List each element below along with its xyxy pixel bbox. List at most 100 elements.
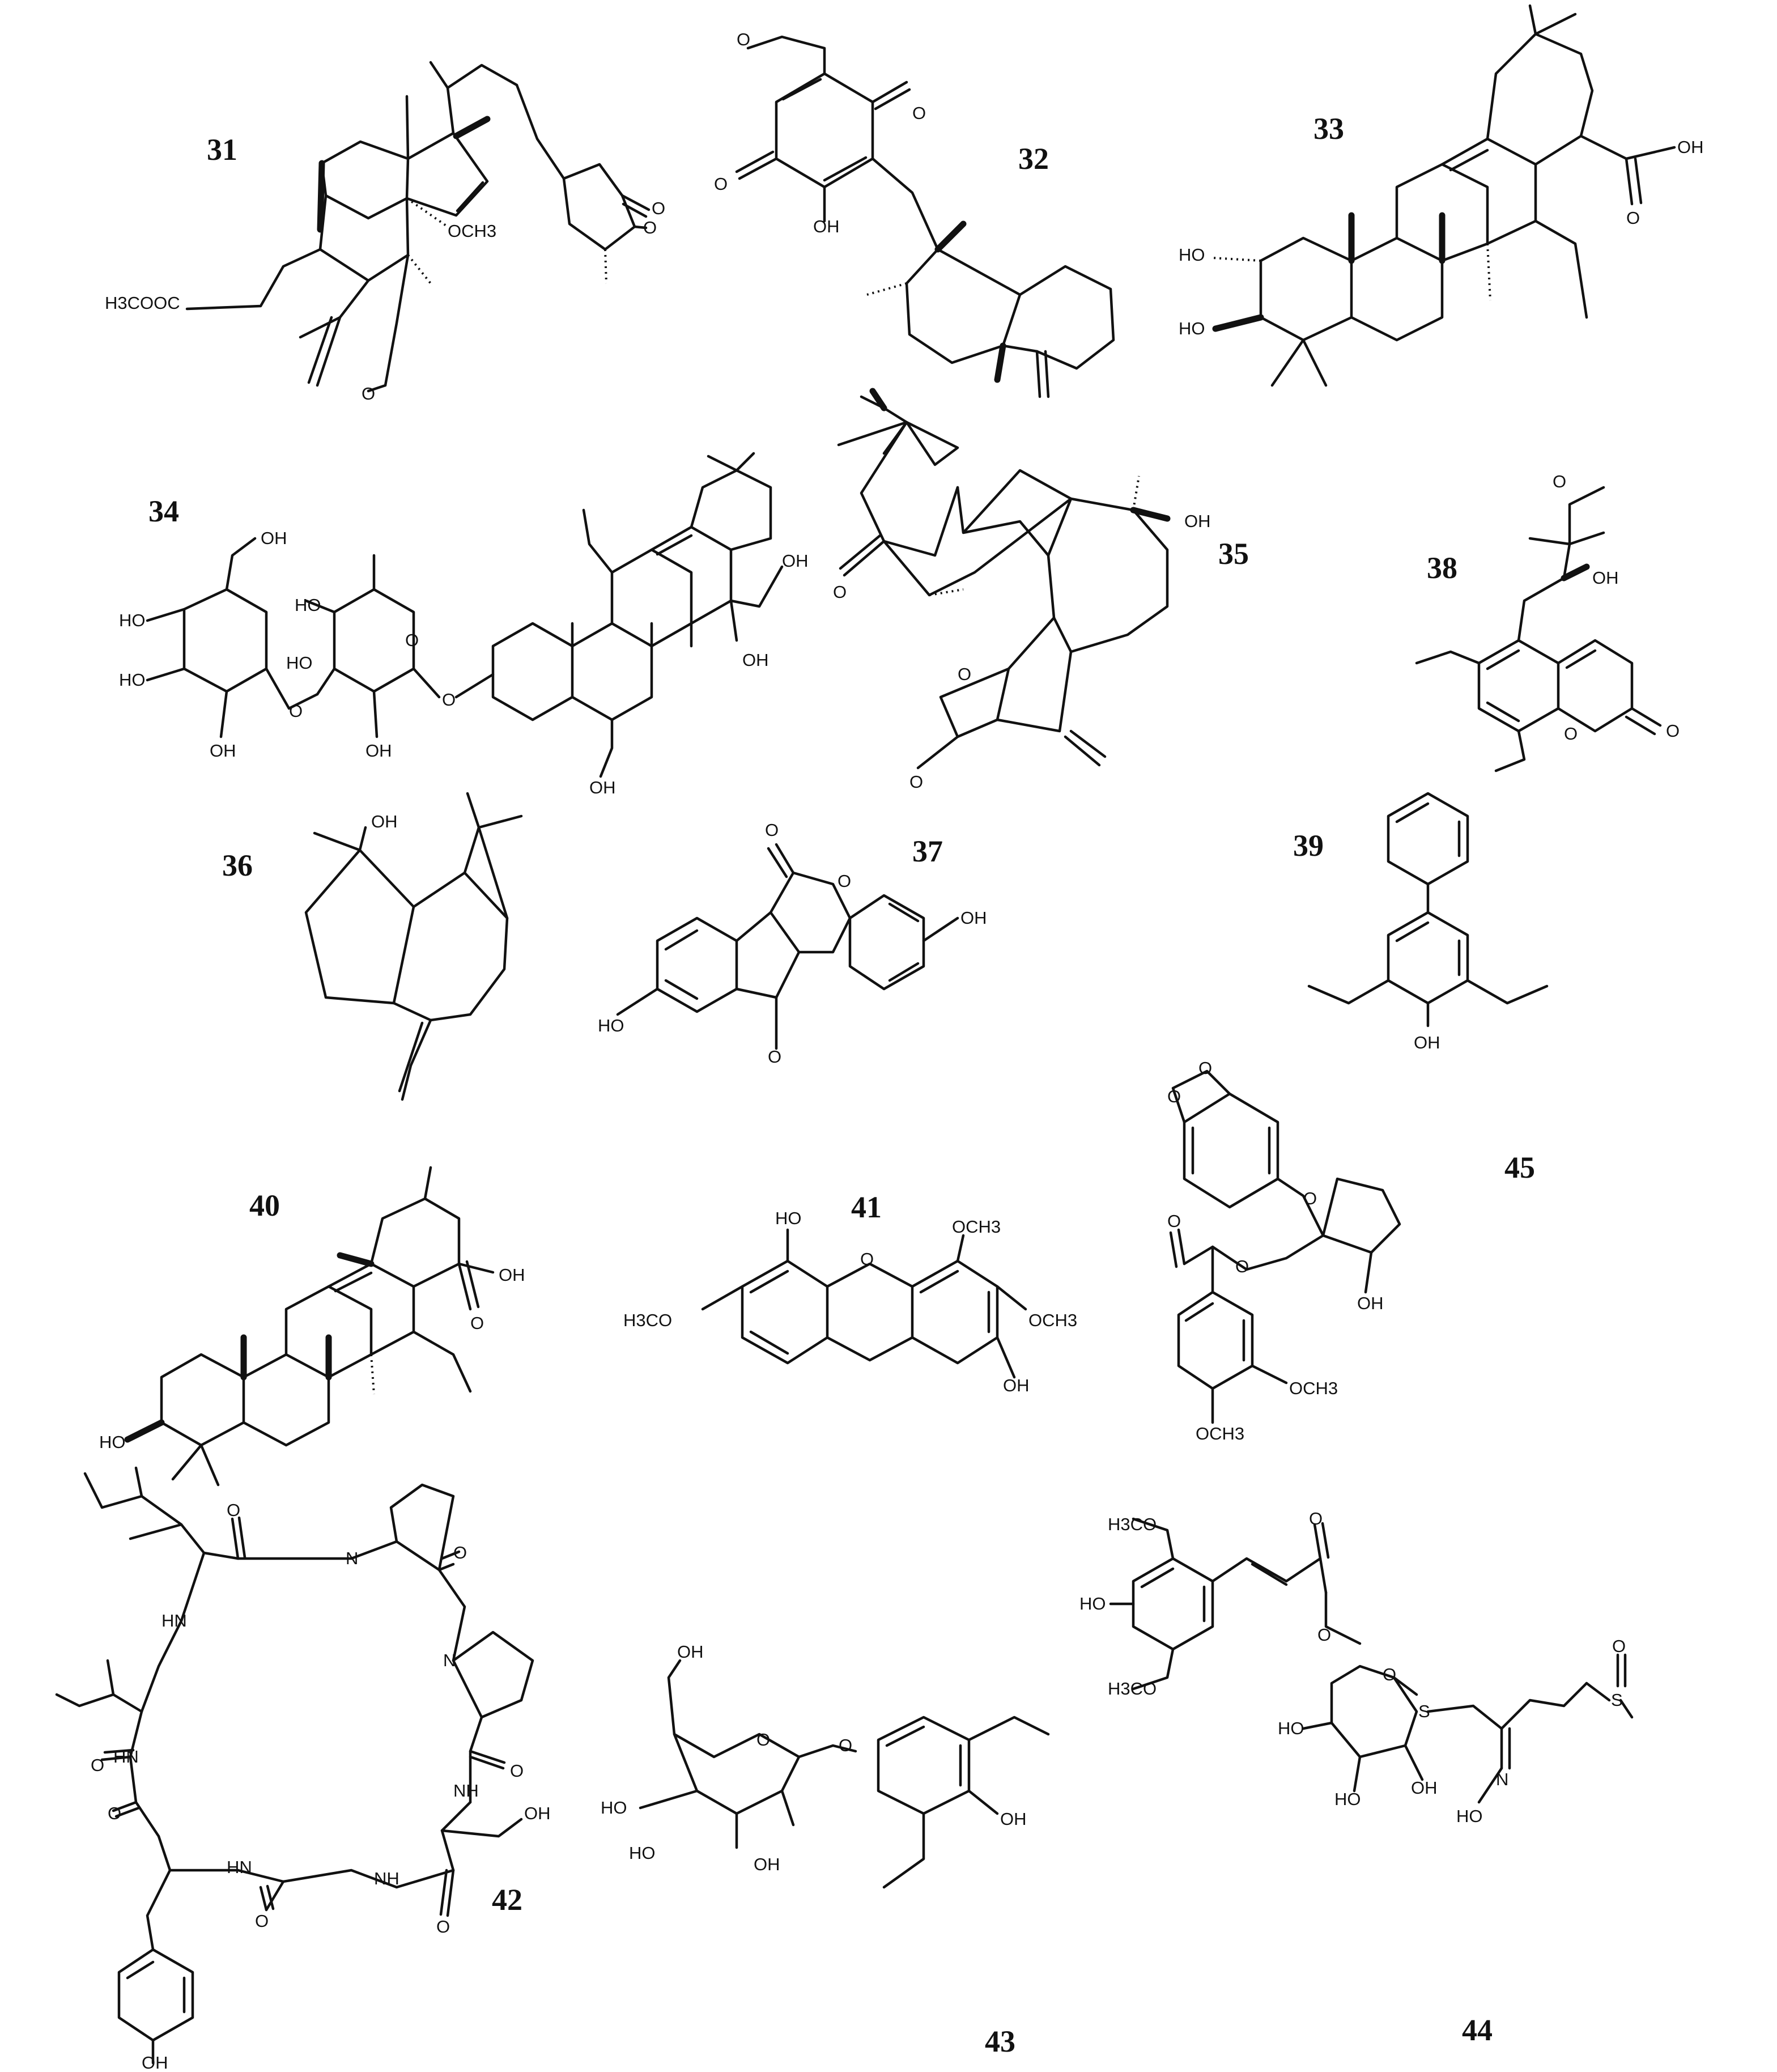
compound-number-31: 31 [207, 133, 237, 167]
label-42-7: O [510, 1761, 524, 1781]
label-44-10: OH [1411, 1778, 1438, 1798]
compound-number-41: 41 [851, 1190, 882, 1224]
label-41-2: H3CO [623, 1310, 672, 1330]
label-32-1: O [714, 174, 728, 194]
label-38-2: O [1666, 721, 1680, 741]
compound-number-34: 34 [148, 494, 179, 528]
label-34-7: HO [286, 653, 313, 673]
structure-42: 42 O N O HN N O HN O NH O OH HN NH O O O… [55, 1466, 551, 2072]
label-44-5: O [1383, 1665, 1396, 1684]
compound-number-42: 42 [492, 1883, 522, 1917]
label-34-3: HO [295, 595, 321, 615]
structure-34: 34 OH HO HO HO OH O O HO OH O OH OH OH [119, 452, 809, 797]
structure-38: 38 OH O O O [1415, 472, 1680, 772]
label-43-5: O [839, 1735, 852, 1755]
label-34-5: O [289, 701, 303, 721]
label-41-1: OCH3 [952, 1217, 1001, 1237]
label-41-4: OH [1003, 1375, 1030, 1395]
label-34-12: OH [782, 551, 809, 571]
label-34-6: O [405, 630, 419, 650]
label-31-2: O [362, 384, 375, 404]
label-38-1: O [1564, 724, 1578, 744]
label-45-4: O [1235, 1256, 1249, 1276]
label-41-3: OCH3 [1028, 1310, 1077, 1330]
structure-33: 33 HO HO OH O [1179, 4, 1704, 387]
label-34-9: O [442, 690, 456, 710]
label-45-3: O [1167, 1211, 1181, 1231]
label-38-0: OH [1592, 568, 1619, 588]
structure-44: 44 H3CO HO H3CO O O O S S HO HO OH N HO … [1079, 1509, 1634, 2047]
label-37-0: OH [960, 908, 987, 928]
compound-number-33: 33 [1313, 112, 1344, 146]
label-36-0: OH [371, 812, 398, 831]
label-33-3: O [1626, 208, 1640, 228]
label-31-4: O [652, 198, 665, 218]
label-42-4: N [443, 1650, 456, 1670]
structure-32: 32 O O O OH [714, 29, 1115, 398]
label-34-4: OH [210, 741, 236, 761]
label-44-4: O [1317, 1625, 1331, 1645]
label-35-3: O [909, 772, 923, 792]
structure-41: 41 HO OCH3 H3CO OCH3 OH O [623, 1190, 1077, 1395]
label-42-9: O [108, 1803, 121, 1823]
label-45-6: OCH3 [1289, 1378, 1338, 1398]
label-40-1: OH [499, 1265, 525, 1285]
label-43-6: OH [1000, 1809, 1027, 1829]
compound-number-44: 44 [1462, 2013, 1493, 2047]
label-44-8: HO [1278, 1718, 1304, 1738]
label-44-12: HO [1456, 1806, 1483, 1826]
label-34-1: HO [119, 610, 146, 630]
label-35-1: O [833, 582, 847, 602]
compound-number-43: 43 [985, 2024, 1015, 2058]
label-43-0: OH [677, 1642, 704, 1662]
label-35-0: OH [1184, 511, 1211, 531]
compound-number-35: 35 [1218, 537, 1249, 571]
label-42-1: N [346, 1548, 358, 1568]
label-39-0: OH [1414, 1033, 1440, 1052]
structure-40: 40 HO OH O [99, 1166, 525, 1487]
label-31-0: H3COOC [105, 293, 180, 313]
label-42-14: O [255, 1911, 269, 1931]
label-42-6: HN [113, 1747, 139, 1767]
label-45-0: O [1303, 1188, 1317, 1208]
compound-number-36: 36 [222, 848, 253, 882]
structure-37: 37 OH HO O O O [598, 820, 987, 1067]
label-43-2: HO [601, 1798, 627, 1818]
compound-number-38: 38 [1427, 551, 1457, 585]
label-44-1: HO [1079, 1594, 1106, 1614]
label-42-0: O [227, 1500, 240, 1520]
label-42-10: OH [524, 1803, 551, 1823]
label-45-7: OCH3 [1196, 1424, 1244, 1443]
label-42-2: O [453, 1543, 467, 1563]
label-37-4: O [768, 1047, 781, 1067]
label-43-4: OH [754, 1854, 780, 1874]
label-32-3: OH [813, 216, 840, 236]
label-34-11: OH [742, 650, 769, 670]
structure-45: 45 O O O O O OH OCH3 OCH3 [1167, 1058, 1535, 1443]
label-44-11: N [1496, 1769, 1508, 1789]
label-35-2: O [958, 664, 971, 684]
label-41-5: O [860, 1249, 874, 1269]
label-38-3: O [1553, 472, 1566, 491]
label-37-1: HO [598, 1016, 624, 1035]
label-33-0: HO [1179, 245, 1205, 265]
label-42-15: OH [142, 2053, 168, 2072]
structure-35: 35 OH O O O [833, 388, 1249, 792]
label-34-10: OH [589, 778, 616, 797]
label-37-3: O [838, 871, 851, 891]
label-34-0: OH [261, 528, 287, 548]
label-40-0: HO [99, 1432, 126, 1452]
structure-39: 39 OH [1293, 792, 1549, 1052]
label-44-2: H3CO [1108, 1679, 1157, 1699]
label-42-13: O [436, 1917, 450, 1937]
compound-number-40: 40 [249, 1188, 280, 1222]
label-41-0: HO [775, 1208, 802, 1228]
label-33-2: OH [1677, 137, 1704, 157]
label-40-2: O [470, 1313, 484, 1333]
label-34-8: OH [365, 741, 392, 761]
label-42-8: NH [453, 1781, 479, 1801]
label-44-3: O [1309, 1509, 1323, 1528]
structure-31: 31 H3COOC OCH3 O O O [105, 61, 665, 404]
